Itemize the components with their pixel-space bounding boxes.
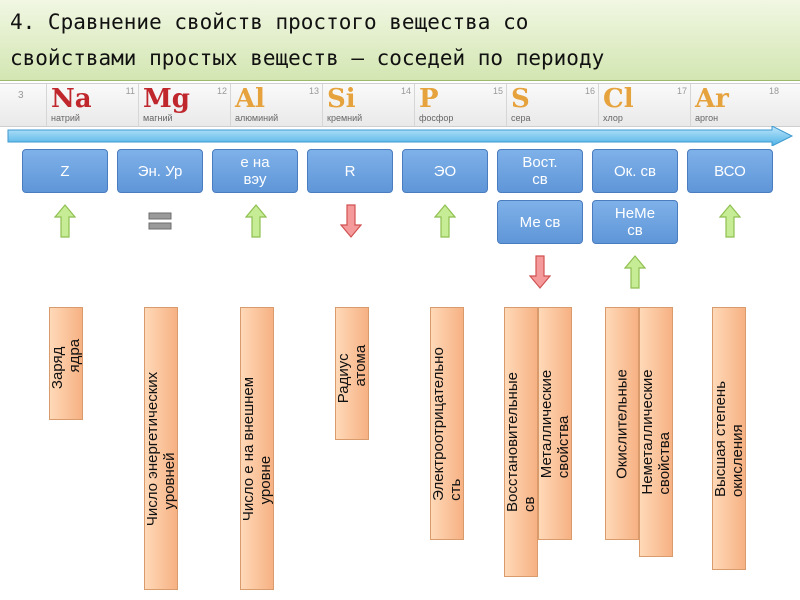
periodic-table-strip: 3 Na 11 натрий Mg 12 магний Al 13 алюмин… [0,83,800,127]
card-text: Радиус атома [335,344,369,403]
title-line-2: свойствами простых веществ – соседей по … [10,46,605,70]
element-number: 15 [492,86,503,96]
element-cell: Al 13 алюминий [230,84,323,126]
param-box-oxidizing: Ок. св [592,149,678,193]
card-text: Окислительные [613,368,631,479]
param-box-nonmetallic: НеМе св [592,200,678,244]
element-name: магний [143,113,173,123]
arrow-up-icon [624,255,646,289]
element-name: аргон [695,113,719,123]
element-symbol: S [511,84,530,114]
period-number: 3 [18,90,24,101]
element-symbol: Mg [143,84,190,114]
param-box-energy-levels: Эн. Ур [117,149,203,193]
arrow-up-icon [54,204,76,238]
arrow-down-icon [340,204,362,238]
equal-sign-icon [148,212,172,230]
card-text: Металлические свойства [538,369,572,478]
card-reducing-properties: Восстановительные св [504,307,538,577]
card-electronegativity: Электроотрицательно сть [430,307,464,540]
element-symbol: P [419,84,439,114]
card-metallic-properties: Металлические свойства [538,307,572,540]
card-text: Восстановительные св [504,372,538,512]
element-number: 16 [584,86,595,96]
element-number: 14 [400,86,411,96]
element-cell: Na 11 натрий [46,84,139,126]
param-label: Эн. Ур [137,162,183,180]
element-name: фосфор [419,113,454,123]
param-box-radius: R [307,149,393,193]
param-box-reducing: Вост. св [497,149,583,193]
card-atomic-radius: Радиус атома [335,307,369,440]
element-number: 13 [308,86,319,96]
card-text: Электроотрицательно сть [430,346,464,501]
element-name: натрий [51,113,80,123]
param-label: Z [60,162,70,180]
param-label: ВСО [714,162,746,180]
slide-title: 4. Сравнение свойств простого вещества с… [0,0,800,81]
arrow-up-icon [719,204,741,238]
arrow-down-icon [529,255,551,289]
card-nuclear-charge: Заряд ядра [49,307,83,420]
element-name: алюминий [235,113,279,123]
card-text: Высшая степень окисления [712,380,746,497]
card-text: Число е на внешнем уровне [240,376,274,521]
card-outer-electrons: Число е на внешнем уровне [240,307,274,590]
element-number: 17 [676,86,687,96]
card-energy-levels: Число энергетических уровней [144,307,178,590]
element-name: кремний [327,113,363,123]
card-nonmetallic-properties: Неметаллические свойства [639,307,673,557]
param-label: Ме св [519,213,561,231]
period-direction-arrow-icon [7,126,794,146]
element-cell: S 16 сера [506,84,599,126]
element-symbol: Si [327,84,356,114]
element-name: сера [511,113,531,123]
element-number: 11 [125,86,135,96]
element-cell: Ar 18 аргон [690,84,783,126]
param-box-highest-oxidation: ВСО [687,149,773,193]
param-label: R [344,162,356,180]
param-label: е на вэу [240,154,270,188]
element-cell: Si 14 кремний [322,84,415,126]
card-text: Заряд ядра [49,338,83,389]
element-cell: Mg 12 магний [138,84,231,126]
card-oxidizing-properties: Окислительные [605,307,639,540]
param-label: Ок. св [613,162,657,180]
element-number: 18 [768,86,779,96]
card-text: Неметаллические свойства [639,369,673,495]
element-cell: Cl 17 хлор [598,84,691,126]
title-line-1: 4. Сравнение свойств простого вещества с… [10,10,529,34]
element-number: 12 [216,86,227,96]
param-label: ЭО [433,162,457,180]
element-symbol: Al [235,84,266,114]
element-symbol: Na [51,84,92,114]
element-cell: P 15 фосфор [414,84,507,126]
param-box-outer-electrons: е на вэу [212,149,298,193]
param-box-metallic: Ме св [497,200,583,244]
arrow-up-icon [434,204,456,238]
param-box-z: Z [22,149,108,193]
title-text: 4. Сравнение свойств простого вещества с… [10,4,790,76]
param-label: НеМе св [614,205,656,239]
element-symbol: Cl [603,84,634,114]
param-box-electronegativity: ЭО [402,149,488,193]
param-label: Вост. св [522,154,558,188]
element-symbol: Ar [695,84,729,114]
card-text: Число энергетических уровней [144,371,178,526]
arrow-up-icon [245,204,267,238]
element-name: хлор [603,113,623,123]
card-highest-oxidation-state: Высшая степень окисления [712,307,746,570]
